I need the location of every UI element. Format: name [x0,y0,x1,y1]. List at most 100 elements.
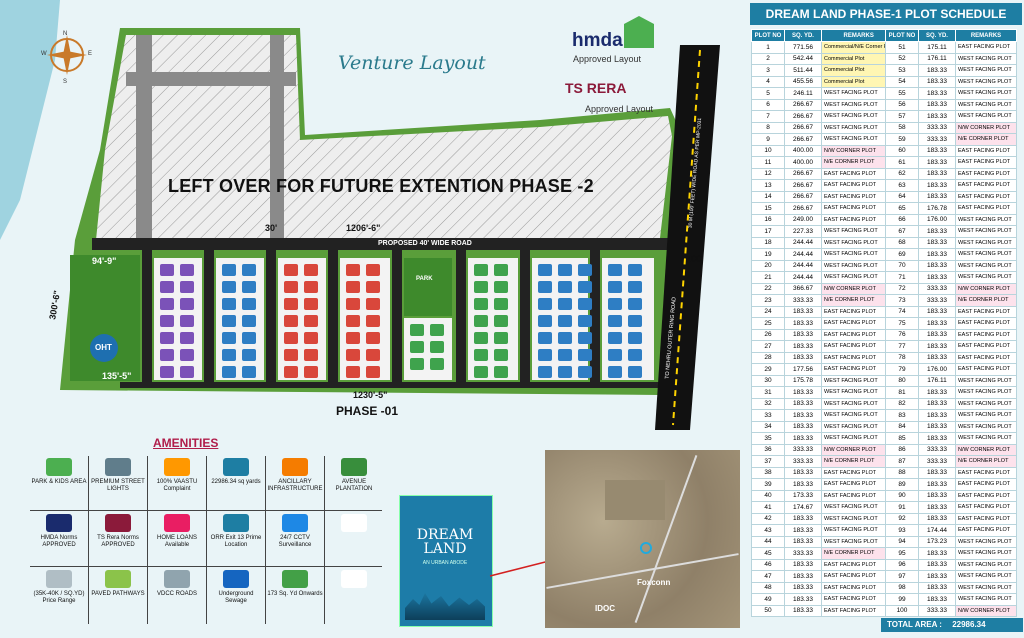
road-label: PROPOSED 40' WIDE ROAD [378,240,472,247]
sq-yd-cell: 183.33 [918,397,956,410]
plot-marker [558,264,572,276]
sq-yd-cell: 183.33 [784,570,822,583]
sq-yd-cell: 183.33 [784,328,822,341]
plot-no-cell: 73 [885,294,919,307]
sq-yd-cell: 183.33 [784,604,822,617]
plot-marker [494,366,508,378]
plot-no-cell: 28 [751,351,785,364]
plot-no-cell: 45 [751,547,785,560]
plot-no-cell: 34 [751,420,785,433]
plot-marker [366,349,380,361]
plot-no-cell: 25 [751,317,785,330]
plot-marker [608,298,622,310]
plot-marker [578,281,592,293]
plot-no-cell: 51 [885,41,919,54]
sq-yd-cell: 400.00 [784,156,822,169]
sq-yd-cell: 183.33 [918,156,956,169]
sq-yd-cell: 183.33 [918,110,956,123]
sq-yd-cell: 333.33 [784,547,822,560]
col-sq-yd: SQ. YD. [784,29,822,42]
plot-no-cell: 83 [885,409,919,422]
remarks-cell: EAST FACING PLOT [955,144,1017,157]
plot-marker [222,264,236,276]
amenity-icon [341,458,367,476]
plot-no-cell: 52 [885,52,919,65]
plot-no-cell: 78 [885,351,919,364]
plot-no-cell: 74 [885,305,919,318]
plot-no-cell: 89 [885,478,919,491]
sq-yd-cell: 771.56 [784,41,822,54]
remarks-cell: EAST FACING PLOT [955,351,1017,364]
rera-logo: TS RERA [565,80,627,96]
sq-yd-cell: 173.23 [918,535,956,548]
amenity-icon [46,458,72,476]
plot-marker [538,281,552,293]
plot-marker [160,281,174,293]
plot-marker [180,332,194,344]
sq-yd-cell: 333.33 [918,133,956,146]
sq-yd-cell: 176.11 [918,374,956,387]
remarks-cell: EAST FACING PLOT [955,179,1017,192]
remarks-cell: WEST FACING PLOT [955,98,1017,111]
brochure-subtitle: AN URBAN ABODE [422,560,468,566]
remarks-cell: WEST FACING PLOT [820,512,897,525]
plot-no-cell: 41 [751,501,785,514]
sq-yd-cell: 333.33 [784,443,822,456]
remarks-cell: EAST FACING PLOT [820,213,897,226]
remarks-cell: EAST FACING PLOT [820,558,897,571]
plot-marker [222,366,236,378]
plot-no-cell: 91 [885,501,919,514]
sq-yd-cell: 183.33 [918,259,956,272]
sq-yd-cell: 244.44 [784,248,822,261]
plot-marker [628,298,642,310]
sq-yd-cell: 333.33 [918,294,956,307]
plot-marker [410,324,424,336]
plot-no-cell: 77 [885,340,919,353]
plot-marker [160,298,174,310]
sq-yd-cell: 183.33 [784,512,822,525]
plot-marker [538,349,552,361]
plot-no-cell: 63 [885,179,919,192]
sq-yd-cell: 183.33 [918,236,956,249]
plot-no-cell: 82 [885,397,919,410]
remarks-cell: EAST FACING PLOT [820,570,897,583]
plot-no-cell: 43 [751,524,785,537]
plot-no-cell: 4 [751,75,785,88]
plot-no-cell: 58 [885,121,919,134]
amenity-icon [105,570,131,588]
plot-marker [180,349,194,361]
plot-no-cell: 70 [885,259,919,272]
plot-marker [538,315,552,327]
plot-marker [284,349,298,361]
sq-yd-cell: 244.44 [784,259,822,272]
plot-no-cell: 6 [751,98,785,111]
amenity-label: PAVED PATHWAYS [91,591,145,597]
amenity-label: ORR Exit 13 Prime Location [210,535,262,548]
sq-yd-cell: 183.33 [784,305,822,318]
remarks-cell: WEST FACING PLOT [955,397,1017,410]
plot-no-cell: 81 [885,386,919,399]
remarks-cell: EAST FACING PLOT [955,156,1017,169]
plot-marker [578,349,592,361]
plot-no-cell: 33 [751,409,785,422]
col-plot-no: PLOT NO [751,29,785,42]
plot-marker [608,349,622,361]
remarks-cell: WEST FACING PLOT [820,133,897,146]
